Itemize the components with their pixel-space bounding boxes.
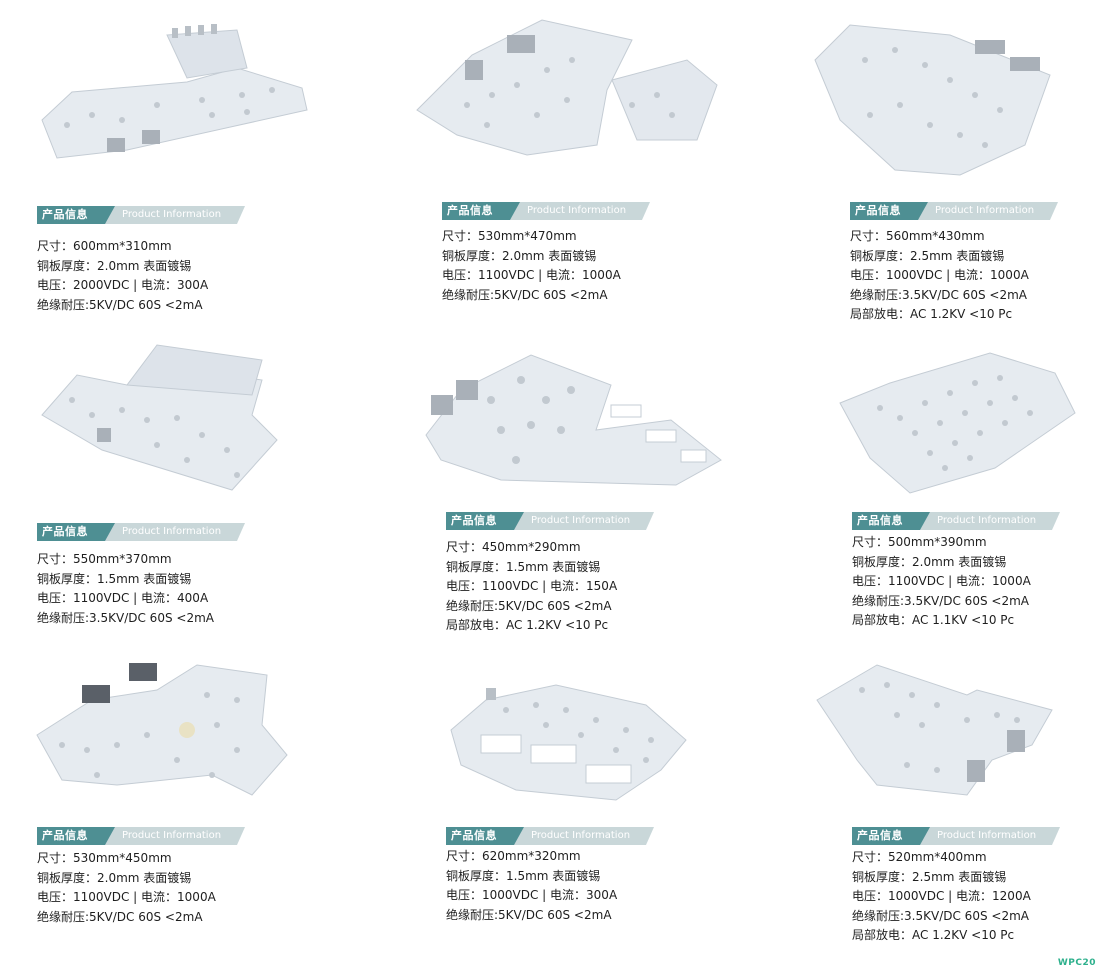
spec-size: 尺寸：550mm*370mm [37,552,172,566]
tag-label-en: Product Information [122,830,222,841]
product-card: 产品信息 Product Information 尺寸：500mm*390mm … [839,330,1100,650]
spec-size: 尺寸：560mm*430mm [850,229,985,243]
tag-label-en: Product Information [935,205,1035,216]
product-card: 产品信息 Product Information 尺寸：600mm*310mm … [37,0,357,330]
spec-list: 尺寸：530mm*450mm 铜板厚度：2.0mm 表面镀锡 电压：1100VD… [37,849,216,927]
product-card: 产品信息 Product Information 尺寸：520mm*400mm … [816,650,1100,965]
spec-thickness: 铜板厚度：2.0mm 表面镀锡 [37,258,192,273]
tag-label-cn: 产品信息 [42,208,88,221]
tag-label-cn: 产品信息 [451,514,497,527]
spec-voltage-current: 电压：1100VDC | 电流：1000A [442,268,621,282]
product-card: 产品信息 Product Information 尺寸：450mm*290mm … [425,330,766,650]
product-info-tag: 产品信息 Product Information [442,202,650,220]
spec-voltage-current: 电压：1100VDC | 电流：1000A [852,574,1031,588]
product-card: 产品信息 Product Information 尺寸：550mm*370mm … [37,330,357,650]
spec-voltage-current: 电压：1100VDC | 电流：150A [446,579,618,593]
spec-partial-discharge: 局部放电：AC 1.2KV <10 Pc [850,307,1013,321]
spec-thickness: 铜板厚度：1.5mm 表面镀锡 [446,559,601,574]
spec-list: 尺寸：560mm*430mm 铜板厚度：2.5mm 表面镀锡 电压：1000VD… [850,227,1029,325]
spec-voltage-current: 电压：2000VDC | 电流：300A [37,278,209,292]
spec-voltage-current: 电压：1000VDC | 电流：300A [446,888,618,902]
spec-insulation: 绝缘耐压:5KV/DC 60S <2mA [446,598,612,613]
spec-size: 尺寸：620mm*320mm [446,849,581,863]
product-card: 产品信息 Product Information 尺寸：620mm*320mm … [446,650,766,965]
spec-voltage-current: 电压：1000VDC | 电流：1000A [850,268,1029,282]
spec-size: 尺寸：530mm*470mm [442,229,577,243]
busbar-plate-image [421,350,722,500]
product-card: 产品信息 Product Information 尺寸：530mm*470mm … [416,0,762,330]
busbar-plate-image [810,15,1060,185]
spec-list: 尺寸：450mm*290mm 铜板厚度：1.5mm 表面镀锡 电压：1100VD… [446,538,617,636]
spec-list: 尺寸：520mm*400mm 铜板厚度：2.5mm 表面镀锡 电压：1000VD… [852,848,1031,946]
spec-list: 尺寸：530mm*470mm 铜板厚度：2.0mm 表面镀锡 电压：1100VD… [442,227,621,305]
spec-insulation: 绝缘耐压:3.5KV/DC 60S <2mA [852,908,1029,923]
spec-voltage-current: 电压：1000VDC | 电流：1200A [852,889,1031,903]
busbar-plate-image [446,680,691,805]
brand-logo: WPC20 [1057,958,1096,968]
tag-label-cn: 产品信息 [857,829,903,842]
spec-size: 尺寸：530mm*450mm [37,851,172,865]
spec-list: 尺寸：620mm*320mm 铜板厚度：1.5mm 表面镀锡 电压：1000VD… [446,847,617,925]
product-info-tag: 产品信息 Product Information [37,523,245,541]
tag-label-en: Product Information [122,526,222,537]
tag-label-cn: 产品信息 [855,204,901,217]
product-info-tag: 产品信息 Product Information [446,827,654,845]
busbar-plate-image [37,340,282,505]
spec-partial-discharge: 局部放电：AC 1.1KV <10 Pc [852,613,1015,627]
spec-voltage-current: 电压：1100VDC | 电流：1000A [37,890,216,904]
tag-label-en: Product Information [937,830,1037,841]
spec-list: 尺寸：500mm*390mm 铜板厚度：2.0mm 表面镀锡 电压：1100VD… [852,533,1031,631]
spec-size: 尺寸：520mm*400mm [852,850,987,864]
busbar-plate-image [816,660,1057,800]
spec-thickness: 铜板厚度：2.0mm 表面镀锡 [852,554,1007,569]
tag-label-en: Product Information [122,209,222,220]
product-info-tag: 产品信息 Product Information [37,827,245,845]
product-info-tag: 产品信息 Product Information [446,512,654,530]
busbar-plate-image [416,15,718,165]
spec-list: 尺寸：600mm*310mm 铜板厚度：2.0mm 表面镀锡 电压：2000VD… [37,237,208,315]
tag-label-en: Product Information [531,515,631,526]
spec-insulation: 绝缘耐压:5KV/DC 60S <2mA [37,909,203,924]
spec-voltage-current: 电压：1100VDC | 电流：400A [37,591,209,605]
busbar-plate-image [36,655,288,800]
tag-label-cn: 产品信息 [42,829,88,842]
spec-size: 尺寸：450mm*290mm [446,540,581,554]
spec-thickness: 铜板厚度：2.0mm 表面镀锡 [37,870,192,885]
tag-label-en: Product Information [937,515,1037,526]
product-info-tag: 产品信息 Product Information [852,827,1060,845]
spec-list: 尺寸：550mm*370mm 铜板厚度：1.5mm 表面镀锡 电压：1100VD… [37,550,214,628]
product-card: 产品信息 Product Information 尺寸：530mm*450mm … [36,650,357,965]
tag-label-cn: 产品信息 [42,525,88,538]
tag-label-cn: 产品信息 [447,204,493,217]
busbar-plate-image [37,20,312,170]
spec-insulation: 绝缘耐压:3.5KV/DC 60S <2mA [37,610,214,625]
spec-partial-discharge: 局部放电：AC 1.2KV <10 Pc [852,928,1015,942]
spec-insulation: 绝缘耐压:3.5KV/DC 60S <2mA [850,287,1027,302]
spec-insulation: 绝缘耐压:3.5KV/DC 60S <2mA [852,593,1029,608]
spec-size: 尺寸：600mm*310mm [37,239,172,253]
spec-thickness: 铜板厚度：1.5mm 表面镀锡 [37,571,192,586]
tag-label-en: Product Information [527,205,627,216]
busbar-plate-image [839,348,1080,498]
spec-thickness: 铜板厚度：2.0mm 表面镀锡 [442,248,597,263]
spec-insulation: 绝缘耐压:5KV/DC 60S <2mA [37,297,203,312]
product-info-tag: 产品信息 Product Information [37,206,245,224]
spec-insulation: 绝缘耐压:5KV/DC 60S <2mA [446,907,612,922]
spec-thickness: 铜板厚度：2.5mm 表面镀锡 [852,869,1007,884]
spec-partial-discharge: 局部放电：AC 1.2KV <10 Pc [446,618,609,632]
spec-insulation: 绝缘耐压:5KV/DC 60S <2mA [442,287,608,302]
tag-label-cn: 产品信息 [857,514,903,527]
product-info-tag: 产品信息 Product Information [852,512,1060,530]
spec-thickness: 铜板厚度：2.5mm 表面镀锡 [850,248,1005,263]
spec-thickness: 铜板厚度：1.5mm 表面镀锡 [446,868,601,883]
product-card: 产品信息 Product Information 尺寸：560mm*430mm … [814,0,1100,330]
spec-size: 尺寸：500mm*390mm [852,535,987,549]
tag-label-cn: 产品信息 [451,829,497,842]
product-info-tag: 产品信息 Product Information [850,202,1058,220]
tag-label-en: Product Information [531,830,631,841]
